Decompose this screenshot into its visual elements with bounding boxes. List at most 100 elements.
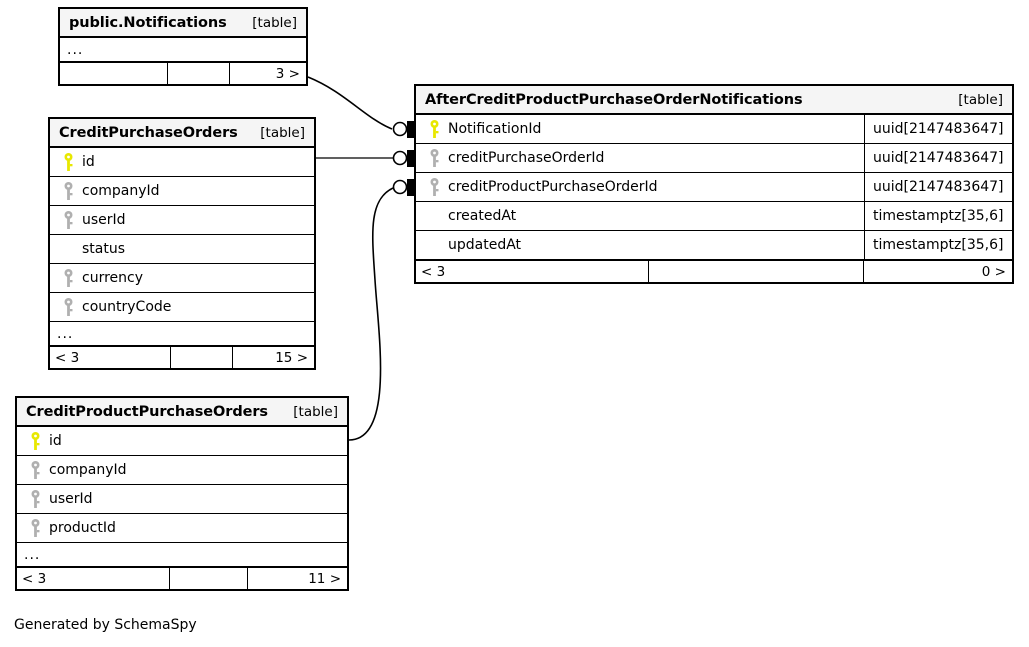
primary-key-icon [58,152,78,172]
foreign-key-icon [58,268,78,288]
table-title: public.Notifications [69,14,227,31]
more-columns-ellipsis: ... [60,38,306,62]
more-columns-ellipsis: ... [50,322,314,346]
column-name: creditPurchaseOrderId [448,150,605,166]
table-public-notifications[interactable]: public.Notifications [table] ... 3 > [58,7,308,86]
footer-incoming-count[interactable] [60,63,167,84]
column-type: timestamptz[35,6] [864,202,1012,230]
footer-middle-cell [169,568,247,589]
foreign-key-icon [58,181,78,201]
footer-outgoing-count[interactable]: 11 > [247,568,347,589]
foreign-key-icon [424,148,444,168]
relationship-line-creditproductpurchaseorders-to-creditproductpurchaseorderid [348,187,394,441]
table-kind-label: [table] [293,403,338,420]
table-header: CreditProductPurchaseOrders [table] [17,398,347,427]
table-footer: 3 > [60,62,306,84]
column-name: createdAt [448,208,517,224]
table-kind-label: [table] [252,14,297,31]
foreign-key-icon [424,177,444,197]
table-footer: < 3 15 > [50,346,314,368]
table-title: CreditPurchaseOrders [59,124,238,141]
column-name: status [82,241,126,257]
footer-incoming-count[interactable]: < 3 [22,570,47,587]
column-row[interactable]: countryCode [50,293,314,322]
generator-note: Generated by SchemaSpy [14,617,197,633]
column-row[interactable]: companyId [17,456,347,485]
column-type: uuid[2147483647] [864,173,1012,201]
column-row[interactable]: id [50,148,314,177]
table-footer: < 3 0 > [416,260,1012,282]
column-name-cell: userId [50,210,314,230]
footer-outgoing-count[interactable]: 15 > [232,347,314,368]
table-kind-label: [table] [260,124,305,141]
column-name-cell: creditProductPurchaseOrderId [416,177,864,197]
column-row[interactable]: updatedAt timestamptz[35,6] [416,231,1012,260]
column-name-cell: id [50,152,314,172]
column-name-cell: status [50,239,314,259]
column-name-cell: updatedAt [416,235,864,255]
footer-middle-cell [167,63,229,84]
table-credit-purchase-orders[interactable]: CreditPurchaseOrders [table] id companyI… [48,117,316,370]
column-name-cell: countryCode [50,297,314,317]
crowsfoot-zero-marker [392,179,408,195]
column-row[interactable]: id [17,427,347,456]
table-footer: < 3 11 > [17,567,347,589]
column-row[interactable]: productId [17,514,347,543]
column-name-cell: currency [50,268,314,288]
column-row[interactable]: createdAt timestamptz[35,6] [416,202,1012,231]
crowsfoot-one-marker [407,179,414,196]
column-name: currency [82,270,143,286]
crowsfoot-one-marker [407,121,414,138]
table-title: AfterCreditProductPurchaseOrderNotificat… [425,91,803,108]
table-title: CreditProductPurchaseOrders [26,403,268,420]
footer-outgoing-count[interactable]: 0 > [863,261,1012,282]
column-row[interactable]: companyId [50,177,314,206]
column-row[interactable]: status [50,235,314,264]
table-credit-product-purchase-orders[interactable]: CreditProductPurchaseOrders [table] id c… [15,396,349,591]
table-header: CreditPurchaseOrders [table] [50,119,314,148]
column-name: updatedAt [448,237,522,253]
column-row[interactable]: currency [50,264,314,293]
column-name-cell: id [17,431,347,451]
column-type: uuid[2147483647] [864,115,1012,143]
column-type: uuid[2147483647] [864,144,1012,172]
column-name-cell: createdAt [416,206,864,226]
footer-outgoing-count[interactable]: 3 > [229,63,306,84]
foreign-key-icon [58,297,78,317]
column-name: companyId [49,462,127,478]
crowsfoot-zero-marker [392,150,408,166]
primary-key-icon [424,119,444,139]
footer-incoming-count[interactable]: < 3 [55,349,80,366]
column-name: companyId [82,183,160,199]
column-name: creditProductPurchaseOrderId [448,179,658,195]
column-row[interactable]: NotificationId uuid[2147483647] [416,115,1012,144]
column-name: countryCode [82,299,172,315]
column-name: id [49,433,62,449]
column-row[interactable]: userId [17,485,347,514]
column-row[interactable]: creditProductPurchaseOrderId uuid[214748… [416,173,1012,202]
foreign-key-icon [58,210,78,230]
primary-key-icon [25,431,45,451]
column-row[interactable]: creditPurchaseOrderId uuid[2147483647] [416,144,1012,173]
relationship-line-notifications-to-notificationid [307,76,393,130]
column-name-cell: creditPurchaseOrderId [416,148,864,168]
no-key-icon [424,235,444,255]
column-name: NotificationId [448,121,542,137]
crowsfoot-zero-marker [392,121,408,137]
footer-middle-cell [170,347,232,368]
foreign-key-icon [25,460,45,480]
column-name-cell: productId [17,518,347,538]
column-name: userId [49,491,93,507]
footer-middle-cell [648,261,863,282]
column-name-cell: companyId [50,181,314,201]
column-name-cell: userId [17,489,347,509]
column-name: userId [82,212,126,228]
table-header: AfterCreditProductPurchaseOrderNotificat… [416,86,1012,115]
footer-incoming-count[interactable]: < 3 [421,263,446,280]
table-after-credit-product-purchase-order-notifications[interactable]: AfterCreditProductPurchaseOrderNotificat… [414,84,1014,284]
column-name-cell: companyId [17,460,347,480]
table-kind-label: [table] [958,91,1003,108]
column-row[interactable]: userId [50,206,314,235]
more-columns-ellipsis: ... [17,543,347,567]
crowsfoot-one-marker [407,150,414,167]
